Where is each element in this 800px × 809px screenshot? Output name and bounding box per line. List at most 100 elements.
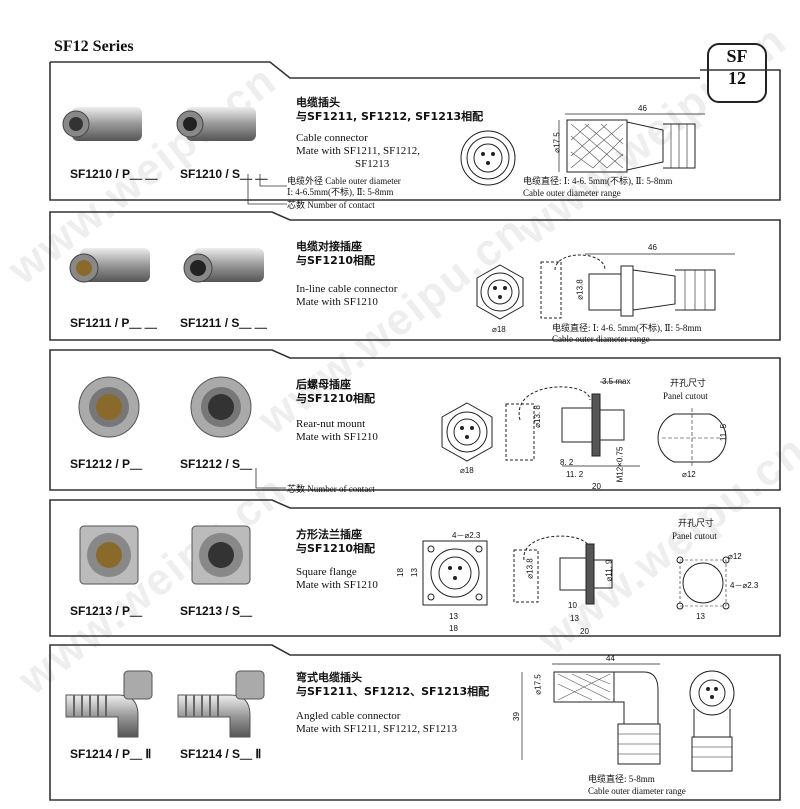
product-photo-sf1213-s: [191, 525, 251, 585]
dim-side: 18: [395, 568, 405, 577]
dim-length: 46: [638, 104, 647, 113]
cn-mate: 与SF1210相配: [296, 254, 376, 267]
product-photo-sf1212-s: [190, 376, 252, 438]
cable-range-cn: 电缆直径: 5-8mm: [588, 774, 655, 784]
panel-cutout-drawing: [657, 408, 727, 468]
dim-c: 20: [592, 482, 601, 491]
cn-title: 弯式电缆插头: [296, 671, 362, 684]
dim-inner: 13: [409, 568, 419, 577]
side-view-drawing: [558, 113, 705, 173]
cn-mate: 与SF1210相配: [296, 542, 376, 555]
dim-diameter: ⌀11. 9: [604, 559, 614, 582]
product-photo-sf1213-p: [79, 525, 139, 585]
en-title: Rear-nut mount: [296, 418, 366, 430]
dim-length: 44: [606, 654, 615, 663]
dim-b: 11. 2: [566, 470, 584, 479]
dim-height: 39: [511, 712, 521, 721]
en-mate: Mate with SF1210: [296, 296, 378, 308]
product-photo-sf1211-s: [183, 248, 264, 283]
cutout-diameter: ⌀12: [728, 552, 742, 561]
product-code: SF1210 / P＿ ＿: [70, 167, 158, 181]
product-code: SF1214 / P＿ Ⅱ: [70, 747, 152, 761]
side-view-drawing: [513, 535, 613, 605]
cable-range-en: Cable outer diameter range: [552, 334, 650, 344]
cable-range-cn: 电缆直径: Ⅰ: 4-6. 5mm(不标), Ⅱ: 5-8mm: [552, 323, 702, 333]
cutout-cn: 开孔尺寸: [678, 518, 715, 528]
en-mate: SF1213: [355, 158, 390, 170]
cable-range-en: Cable outer diameter range: [523, 188, 621, 198]
cn-title: 后螺母插座: [296, 378, 351, 391]
product-code: SF1210 / S＿ ＿: [180, 167, 268, 181]
cn-mate: 与SF1211、SF1212、SF1213相配: [296, 685, 490, 698]
dim-holes: 4－⌀2.3: [452, 531, 481, 540]
side-view-drawing: [540, 253, 735, 319]
dim-diameter: ⌀17.5: [552, 132, 562, 153]
product-code: SF1211 / S＿ ＿: [180, 316, 267, 330]
cutout-en: Panel cutout: [663, 391, 708, 401]
product-photo-sf1212-p: [78, 376, 140, 438]
en-mate: Mate with SF1211, SF1212, SF1213: [296, 723, 457, 735]
dim-side: 18: [449, 624, 458, 633]
cutout-diameter: ⌀12: [682, 470, 696, 479]
cutout-height: 11. 5: [719, 423, 729, 442]
product-photo-sf1210-p: [62, 107, 142, 141]
side-view-drawing: [505, 381, 640, 467]
en-title: Square flange: [296, 566, 357, 578]
cn-title: 方形法兰插座: [296, 528, 362, 541]
product-code: SF1214 / S＿ Ⅱ: [180, 747, 262, 761]
en-mate: Mate with SF1210: [296, 579, 378, 591]
dim-a: 10: [568, 601, 577, 610]
cutout-pitch: 13: [696, 612, 705, 621]
cable-range-en: Cable outer diameter range: [588, 786, 686, 796]
cable-range-cn: 电缆直径: Ⅰ: 4-6. 5mm(不标), Ⅱ: 5-8mm: [523, 176, 673, 186]
dim-length: 46: [648, 243, 657, 252]
cable-note: 电缆外径 Cable outer diameter: [287, 176, 401, 186]
en-mate: Mate with SF1211, SF1212,: [296, 145, 420, 157]
front-view-drawing: [460, 130, 516, 186]
dim-diameter: ⌀13. 8: [532, 405, 542, 428]
en-title: Angled cable connector: [296, 710, 401, 722]
product-photo-sf1210-s: [176, 107, 256, 141]
cutout-cn: 开孔尺寸: [670, 378, 707, 388]
dim-max: 3.5 max: [602, 377, 631, 386]
dim-a: 8. 2: [560, 458, 574, 467]
en-title: In-line cable connector: [296, 283, 398, 295]
series-title: SF12 Series: [54, 38, 134, 55]
contact-note: 芯数 Number of contact: [287, 200, 375, 210]
contact-note: 芯数 Number of contact: [287, 484, 375, 494]
side-view-drawing: [521, 663, 661, 765]
cutout-en: Panel cutout: [672, 531, 717, 541]
panel-cutout-drawing: [676, 556, 730, 610]
dim-c: 20: [580, 627, 589, 636]
dim-diameter: ⌀13.8: [575, 279, 585, 300]
cn-title: 电缆插头: [296, 96, 340, 109]
product-photo-sf1214-s: [177, 670, 265, 738]
product-code: SF1213 / S＿: [180, 604, 253, 618]
en-title: Cable connector: [296, 132, 368, 144]
product-code: SF1211 / P＿ ＿: [70, 316, 157, 330]
rear-view-drawing: [689, 670, 735, 772]
leader-lines: [247, 174, 287, 205]
product-photo-sf1211-p: [69, 248, 150, 283]
cable-note: Ⅰ: 4-6.5mm(不标), Ⅱ: 5-8mm: [287, 187, 394, 197]
dim-b: 13: [570, 614, 579, 623]
cn-mate: 与SF1210相配: [296, 392, 376, 405]
cn-title: 电缆对接插座: [296, 240, 362, 253]
product-photo-sf1214-p: [65, 670, 153, 738]
dim-face: ⌀18: [492, 325, 506, 334]
product-code: SF1212 / P＿: [70, 457, 143, 471]
front-view-drawing: [422, 540, 488, 606]
leader-lines: [255, 468, 286, 489]
en-mate: Mate with SF1210: [296, 431, 378, 443]
dim-diameter: ⌀13.8: [525, 558, 535, 579]
dim-thread: M12×0.75: [615, 446, 625, 483]
product-code: SF1212 / S＿: [180, 457, 253, 471]
dim-inner: 13: [449, 612, 458, 621]
front-view-drawing: [476, 264, 524, 320]
front-view-drawing: [441, 402, 493, 462]
dim-face: ⌀18: [460, 466, 474, 475]
cutout-holes: 4－⌀2.3: [730, 581, 759, 590]
dim-diameter: ⌀17.5: [533, 674, 543, 695]
